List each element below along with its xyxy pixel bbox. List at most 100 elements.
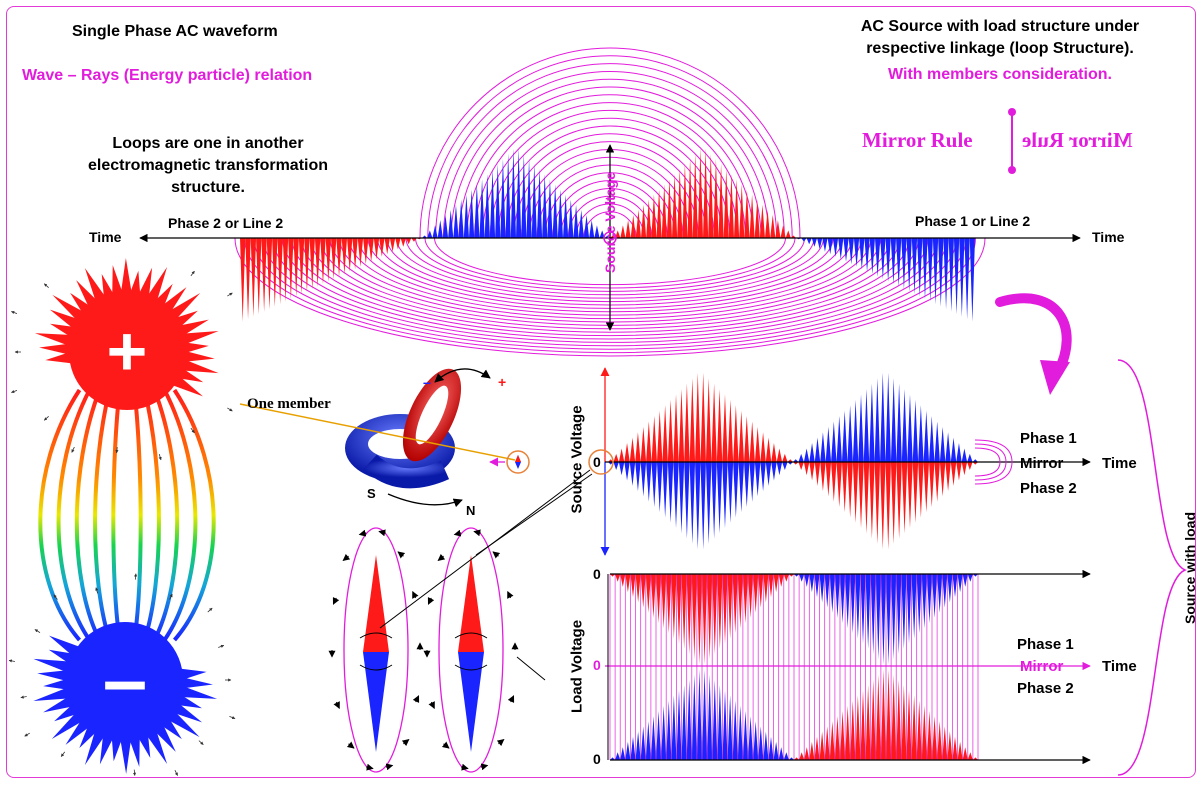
top-spike: [806, 238, 812, 245]
top-spike: [838, 238, 844, 260]
load-spike: [972, 574, 978, 577]
source-spike: [896, 462, 902, 539]
top-spike: [469, 189, 475, 238]
top-spike: [775, 220, 781, 238]
load-spike: [696, 669, 702, 760]
top-spike: [510, 148, 516, 238]
load-spike: [947, 574, 953, 603]
load-spike: [840, 710, 846, 760]
source-spike: [727, 399, 734, 462]
load-spike: [707, 574, 713, 660]
top-spike: [964, 238, 970, 320]
load-spike: [942, 574, 948, 608]
upper-arc: [458, 86, 762, 239]
source-spike: [961, 448, 968, 462]
load-spike: [799, 574, 805, 582]
top-spike: [661, 184, 667, 238]
load-spike: [840, 574, 846, 624]
source-spike: [749, 462, 755, 502]
source-spike: [831, 421, 837, 462]
member-field-arrow: [342, 553, 351, 561]
source-spike: [912, 399, 919, 462]
source-spike: [629, 437, 636, 462]
load-spike: [819, 574, 825, 603]
top-spike: [620, 225, 626, 238]
torus-plus: +: [498, 374, 507, 390]
source-time-label: Time: [1102, 455, 1137, 472]
source-spike: [901, 462, 908, 534]
load-phase-1: Phase 1: [1017, 636, 1074, 653]
top-spike: [843, 238, 849, 262]
member-field-arrow: [461, 763, 469, 771]
mirror-rule-marker: [1008, 108, 1016, 174]
top-spike: [320, 238, 326, 285]
member-field-arrow: [412, 590, 419, 599]
member-field-arrow: [333, 701, 340, 710]
source-spike: [700, 462, 706, 550]
load-spike: [707, 674, 713, 760]
load-spike: [886, 669, 892, 760]
load-spike: [814, 736, 820, 760]
member-field-arrow: [401, 739, 410, 747]
top-spike: [697, 148, 703, 238]
load-spike: [896, 679, 902, 760]
source-spike: [939, 462, 946, 497]
positive-field-ray: [166, 293, 201, 323]
member-zoom-marker: [489, 450, 530, 474]
center-source-voltage-label: Source Voltage: [602, 172, 618, 273]
field-arrow: [132, 769, 137, 776]
source-spike: [863, 462, 870, 534]
field-arrow: [53, 594, 58, 600]
loops-line-1: Loops are one in another: [112, 135, 304, 152]
top-spike: [953, 238, 960, 315]
load-spike: [671, 574, 677, 639]
load-spike: [610, 757, 616, 760]
negative-field-ray: [33, 686, 73, 702]
source-spike: [640, 462, 647, 497]
field-arrow: [198, 740, 204, 745]
top-spike: [282, 238, 289, 302]
top-spike: [801, 238, 807, 242]
torus-pair: [345, 368, 491, 508]
source-spike: [863, 388, 870, 462]
member-field-arrow: [441, 741, 450, 749]
top-spike: [309, 238, 315, 290]
load-spike: [901, 574, 907, 649]
positive-field-ray: [136, 267, 153, 302]
loops-line-3: structure.: [171, 179, 245, 196]
source-spike: [776, 448, 783, 462]
lower-arc: [282, 237, 938, 340]
source-spike: [738, 462, 745, 513]
source-spike: [749, 421, 755, 462]
load-spike: [758, 726, 764, 760]
load-zero-top: 0: [593, 566, 601, 582]
load-spike: [829, 574, 835, 613]
source-spike: [651, 416, 657, 462]
source-spike: [646, 462, 652, 502]
top-spike: [906, 238, 912, 292]
field-arrow: [229, 716, 236, 720]
upper-arc: [427, 55, 793, 239]
top-spike: [932, 238, 939, 305]
connector-line-3: [516, 656, 546, 681]
field-arrow: [190, 427, 195, 434]
source-spike: [760, 432, 766, 462]
lower-arc: [301, 237, 919, 333]
member-field-arrow: [397, 551, 406, 559]
load-spike: [676, 574, 682, 644]
positive-field-ray: [101, 273, 116, 302]
load-spike: [921, 705, 927, 760]
top-spike: [853, 238, 860, 267]
top-spike: [516, 148, 522, 238]
load-spike: [957, 741, 963, 760]
source-spike: [776, 462, 783, 476]
load-spike: [656, 574, 662, 624]
source-spike: [847, 405, 853, 462]
top-spike: [703, 148, 709, 238]
negative-field-ray: [48, 635, 81, 658]
top-spike: [568, 199, 574, 238]
source-spike: [852, 462, 859, 523]
load-spike: [906, 690, 912, 760]
top-spike: [573, 204, 579, 238]
